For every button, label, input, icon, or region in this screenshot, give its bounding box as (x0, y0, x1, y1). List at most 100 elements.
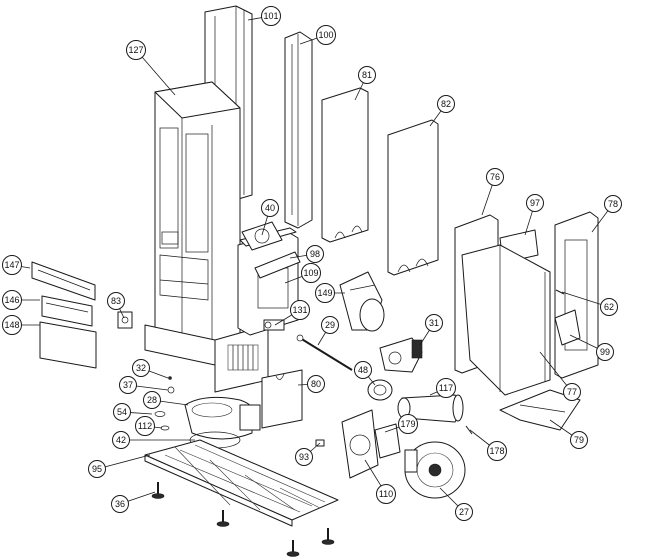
callout-label: 62 (604, 302, 614, 312)
callout-label: 82 (441, 99, 451, 109)
adjustable-feet (151, 482, 335, 557)
plate-148 (39, 321, 97, 369)
callout-circle (261, 199, 279, 217)
callout-circle (455, 503, 473, 521)
callout-95: 95 (88, 454, 151, 478)
auger-tube (339, 271, 385, 332)
callout-42: 42 (112, 431, 195, 449)
callout-54: 54 (113, 403, 153, 421)
callout-circle (88, 460, 106, 478)
callout-label: 37 (123, 380, 133, 390)
pipe-117 (397, 394, 464, 423)
callout-label: 98 (310, 249, 320, 259)
callout-circle (135, 416, 155, 436)
callout-117: 117 (429, 378, 456, 398)
callout-circle (600, 298, 618, 316)
callout-label: 100 (318, 30, 333, 40)
callout-label: 40 (265, 203, 275, 213)
callout-label: 29 (325, 320, 335, 330)
callout-circle (376, 484, 396, 504)
callout-label: 131 (292, 305, 307, 315)
callout-circle (437, 95, 455, 113)
callout-127: 127 (126, 40, 176, 96)
callout-147: 147 (2, 255, 31, 275)
callout-circle (126, 40, 146, 60)
callout-label: 78 (608, 199, 618, 209)
callout-label: 149 (317, 288, 332, 298)
callout-circle (570, 431, 588, 449)
callout-label: 127 (128, 45, 143, 55)
foot-3 (286, 540, 300, 557)
rod-29 (296, 334, 353, 371)
callout-label: 146 (4, 295, 19, 305)
callout-circle (486, 168, 504, 186)
callout-62: 62 (561, 291, 618, 316)
callout-label: 178 (489, 446, 504, 456)
callout-circle (398, 414, 418, 434)
foot-1 (151, 482, 165, 499)
callout-circle (119, 376, 137, 394)
callout-label: 179 (400, 419, 415, 429)
foot-2 (216, 510, 230, 527)
callout-label: 77 (567, 387, 577, 397)
callout-circle (321, 316, 339, 334)
callout-label: 83 (111, 296, 121, 306)
side-panel-100 (284, 31, 313, 229)
callout-circle (596, 343, 614, 361)
callout-circle (132, 359, 150, 377)
callout-label: 117 (439, 383, 453, 393)
callout-131: 131 (274, 300, 310, 326)
bracket-99 (554, 309, 581, 346)
callout-label: 48 (358, 365, 368, 375)
callout-circle (487, 441, 507, 461)
callout-93: 93 (295, 442, 321, 466)
callout-label: 27 (459, 507, 469, 517)
callout-149: 149 (315, 283, 345, 303)
callout-179: 179 (384, 414, 418, 434)
callout-80: 80 (297, 375, 325, 393)
main-frame (154, 81, 241, 353)
callout-label: 110 (379, 489, 393, 499)
plate-80 (261, 369, 303, 429)
callout-97: 97 (524, 194, 544, 236)
callout-99: 99 (569, 334, 614, 361)
callout-label: 99 (600, 347, 610, 357)
callout-circle (307, 375, 325, 393)
callout-100: 100 (299, 25, 336, 45)
foot-4 (321, 528, 335, 545)
callout-label: 81 (362, 70, 372, 80)
callout-circle (107, 292, 125, 310)
callout-circle (143, 391, 161, 409)
callout-circle (526, 194, 544, 212)
callout-82: 82 (429, 95, 455, 127)
callout-label: 28 (147, 395, 157, 405)
callout-98: 98 (289, 245, 324, 263)
callout-110: 110 (364, 459, 396, 504)
callout-circle (301, 263, 321, 283)
callout-circle (290, 300, 310, 320)
callout-label: 42 (116, 435, 126, 445)
callout-label: 76 (490, 172, 500, 182)
igniter-131 (263, 319, 285, 331)
callout-label: 147 (4, 260, 19, 270)
cover-98 (254, 251, 301, 279)
callout-112: 112 (135, 416, 163, 436)
gasket-ring-48 (367, 379, 393, 401)
callout-label: 93 (299, 452, 309, 462)
callout-leader (96, 454, 151, 470)
flange-179 (374, 423, 401, 459)
screw-178 (465, 425, 473, 435)
blower-28 (184, 396, 261, 440)
callout-29: 29 (317, 316, 339, 346)
frame-base (144, 324, 269, 393)
flue-collar (241, 221, 283, 251)
callout-circle (113, 403, 131, 421)
small-hardware (154, 376, 175, 431)
exhaust-fan (404, 441, 466, 499)
clip-83 (117, 311, 133, 329)
callout-circle (425, 314, 443, 332)
callout-label: 95 (92, 464, 102, 474)
panel-78 (554, 211, 599, 379)
callout-40: 40 (261, 199, 279, 236)
